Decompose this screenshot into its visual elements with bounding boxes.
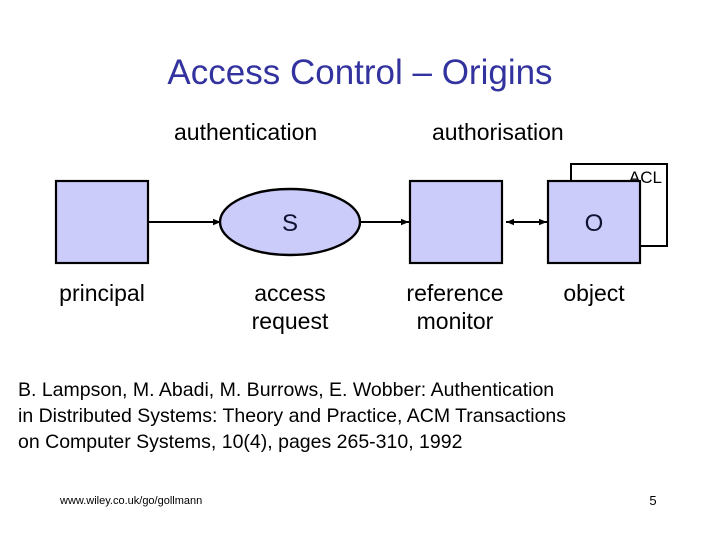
access-request-line-2: request: [251, 308, 329, 334]
subject-ellipse: [218, 187, 362, 257]
annotation-authorisation: authorisation: [432, 119, 564, 145]
object-box: [546, 179, 642, 265]
citation-line-1: B. Lampson, M. Abadi, M. Burrows, E. Wob…: [18, 379, 555, 401]
reference-monitor-box: [408, 179, 504, 265]
reference-monitor-line-1: reference: [406, 280, 504, 306]
citation-block: B. Lampson, M. Abadi, M. Burrows, E. Wob…: [18, 377, 708, 455]
access-request-line-1: access: [254, 280, 326, 306]
subject-ellipse-label: S: [282, 210, 298, 237]
principal-box: [54, 179, 150, 265]
citation-line-2: in Distributed Systems: Theory and Pract…: [18, 405, 567, 427]
reference-monitor-line-2: monitor: [416, 308, 494, 334]
diagram-canvas: ACL S O: [54, 163, 668, 265]
annotation-authentication: authentication: [174, 119, 318, 145]
footer-page-number: 5: [649, 493, 657, 508]
diagram-label-object: object: [563, 280, 625, 306]
access-control-diagram: ACL S O: [0, 150, 720, 275]
object-box-label: O: [585, 210, 604, 237]
diagram-label-principal: principal: [59, 280, 145, 306]
diagram-label-access-request: access request: [228, 279, 352, 335]
footer-url: www.wiley.co.uk/go/gollmann: [60, 495, 203, 507]
page-title: Access Control – Origins: [167, 53, 553, 92]
citation-line-3: on Computer Systems, 10(4), pages 265-31…: [18, 431, 463, 453]
diagram-label-reference-monitor: reference monitor: [392, 279, 518, 335]
